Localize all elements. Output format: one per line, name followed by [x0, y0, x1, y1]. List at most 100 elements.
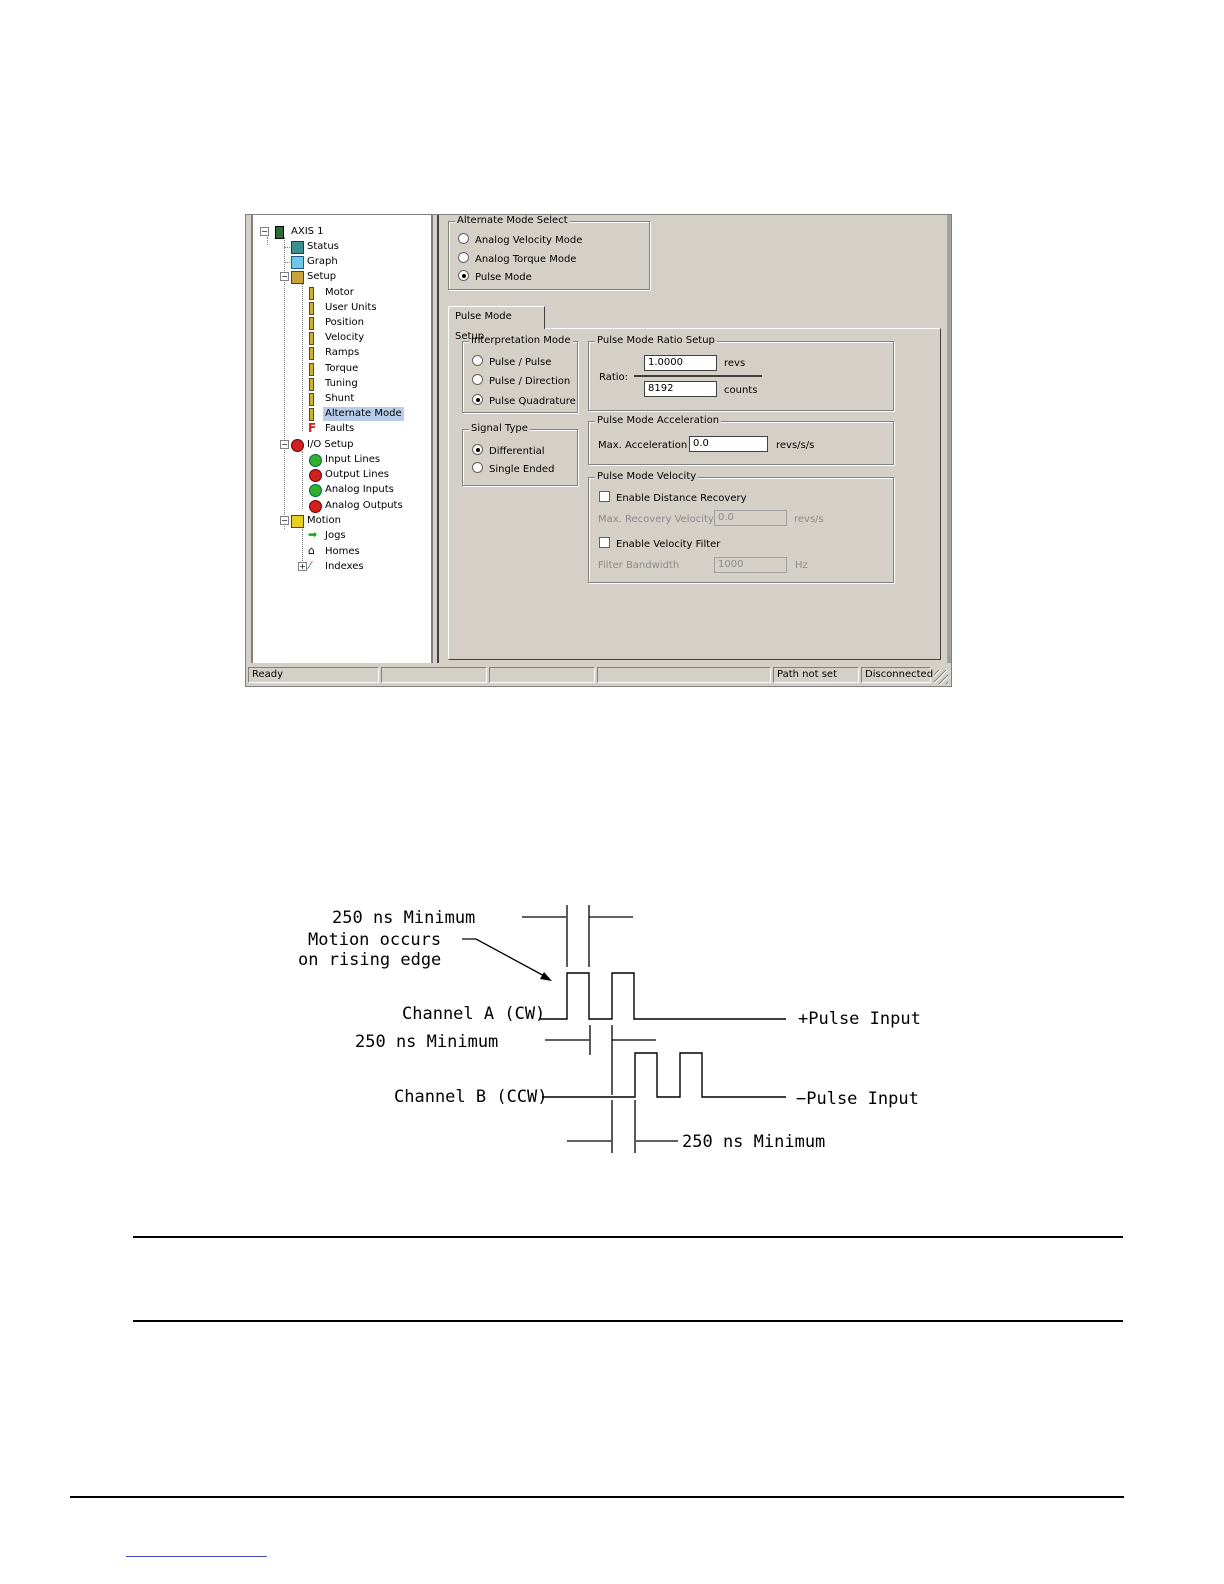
tree-item-label: Analog Outputs — [325, 500, 403, 511]
distance-recovery-checkbox[interactable]: Enable Distance Recovery — [599, 491, 747, 505]
group-legend: Signal Type — [469, 423, 530, 435]
radio-dot — [472, 462, 483, 473]
param-icon — [309, 332, 314, 345]
velocity-group: Pulse Mode Velocity Enable Distance Reco… — [588, 471, 894, 583]
radio-pulse-mode[interactable]: Pulse Mode — [458, 270, 532, 284]
radio-pulse-pulse[interactable]: Pulse / Pulse — [472, 355, 551, 369]
tab-label: Pulse Mode Setup — [455, 311, 512, 342]
ratio-label: Ratio: — [599, 372, 629, 383]
group-legend: Pulse Mode Velocity — [595, 471, 699, 483]
group-legend: Pulse Mode Acceleration — [595, 415, 722, 427]
collapse-icon[interactable]: − — [260, 227, 269, 236]
radio-dot — [458, 233, 469, 244]
filter-bandwidth-unit: Hz — [795, 560, 808, 571]
max-recovery-velocity-label: Max. Recovery Velocity — [598, 514, 714, 525]
tree-item-label: Shunt — [325, 393, 355, 404]
collapse-icon[interactable]: − — [280, 272, 289, 281]
drive-icon — [275, 226, 284, 239]
status-panel-empty — [489, 667, 595, 683]
ratio-setup-group: Pulse Mode Ratio Setup Ratio: 1.0000 rev… — [588, 335, 894, 411]
max-recovery-velocity-input[interactable]: 0.0 — [714, 510, 787, 526]
velocity-filter-checkbox[interactable]: Enable Velocity Filter — [599, 537, 720, 551]
mid-min-label: 250 ns Minimum — [355, 1032, 498, 1052]
radio-analog-torque[interactable]: Analog Torque Mode — [458, 252, 576, 266]
acceleration-group: Pulse Mode Acceleration Max. Acceleratio… — [588, 415, 894, 465]
radio-differential[interactable]: Differential — [472, 444, 545, 458]
motion-arrowhead — [540, 972, 552, 981]
radio-label: Differential — [489, 446, 545, 457]
param-icon — [309, 408, 314, 421]
tree-item-label: Velocity — [325, 332, 365, 343]
status-panel-empty — [381, 667, 487, 683]
max-acceleration-label: Max. Acceleration — [598, 440, 688, 451]
param-icon — [309, 378, 314, 391]
tree-line — [267, 237, 268, 245]
channel-b-label: Channel B (CCW) — [394, 1087, 548, 1107]
horizontal-rule — [133, 1320, 1123, 1322]
param-icon — [309, 363, 314, 376]
tree-item-axis1[interactable]: − AXIS 1 — [259, 225, 429, 239]
tree-item-label: Output Lines — [325, 469, 389, 480]
radio-label: Analog Torque Mode — [475, 254, 577, 265]
tree-item-label: Position — [325, 317, 364, 328]
radio-dot — [472, 444, 483, 455]
analog-output-icon — [309, 500, 322, 513]
tree-line — [302, 283, 303, 431]
status-path: Path not set — [773, 667, 859, 683]
status-connection: Disconnected — [861, 667, 933, 683]
fault-icon: F — [308, 421, 317, 435]
radio-single-ended[interactable]: Single Ended — [472, 462, 554, 476]
ratio-divider — [634, 375, 762, 377]
ratio-numerator-input[interactable]: 1.0000 — [644, 355, 717, 371]
tree-item-label: Motion — [307, 515, 341, 526]
resize-grip-icon[interactable] — [934, 670, 948, 684]
interpretation-mode-group: Interpretation Mode Pulse / Pulse Pulse … — [462, 335, 578, 413]
radio-dot — [472, 374, 483, 385]
bottom-min-label: 250 ns Minimum — [682, 1132, 825, 1152]
status-ready: Ready — [248, 667, 379, 683]
checkbox-label: Enable Velocity Filter — [616, 539, 721, 550]
index-icon: ⁄ — [309, 559, 311, 572]
radio-pulse-quadrature[interactable]: Pulse Quadrature — [472, 394, 576, 408]
tree-item-label: Motor — [325, 287, 354, 298]
radio-analog-velocity[interactable]: Analog Velocity Mode — [458, 233, 582, 247]
checkbox-box — [599, 537, 610, 548]
channel-b-waveform — [542, 1052, 786, 1098]
expand-icon[interactable]: + — [298, 562, 307, 571]
collapse-icon[interactable]: − — [280, 440, 289, 449]
status-panel-empty — [597, 667, 771, 683]
radio-label: Pulse Mode — [475, 272, 532, 283]
filter-bandwidth-label: Filter Bandwidth — [598, 560, 680, 571]
motion-label-line1: Motion occurs — [308, 930, 441, 950]
ratio-denominator-input[interactable]: 8192 — [644, 381, 717, 397]
radio-pulse-direction[interactable]: Pulse / Direction — [472, 374, 570, 388]
tab-pulse-mode-setup[interactable]: Pulse Mode Setup — [448, 306, 545, 342]
tree-item-label: Jogs — [325, 530, 346, 541]
footer-rule — [70, 1496, 1124, 1498]
tree-line — [284, 247, 292, 248]
param-icon — [309, 317, 314, 330]
output-icon — [309, 469, 322, 482]
radio-label: Pulse / Direction — [489, 376, 571, 387]
tree-line — [284, 262, 292, 263]
max-acceleration-input[interactable]: 0.0 — [689, 436, 768, 452]
group-legend: Interpretation Mode — [469, 335, 573, 347]
input-icon — [309, 454, 322, 467]
group-legend: Alternate Mode Select — [455, 215, 570, 227]
tree-item-label: Setup — [307, 271, 337, 282]
tree-item-label: Faults — [325, 423, 355, 434]
param-icon — [309, 393, 314, 406]
filter-bandwidth-input[interactable]: 1000 — [714, 557, 787, 573]
radio-dot — [458, 270, 469, 281]
radio-label: Pulse Quadrature — [489, 396, 576, 407]
param-icon — [309, 347, 314, 360]
footer-link-underline[interactable] — [126, 1556, 267, 1557]
tree-line — [284, 237, 285, 529]
horizontal-rule — [133, 1236, 1123, 1238]
radio-dot — [472, 355, 483, 366]
tree-item-label: Alternate Mode — [323, 407, 404, 421]
pane-splitter[interactable] — [433, 215, 439, 663]
jog-arrow-icon: ➡ — [308, 528, 318, 541]
collapse-icon[interactable]: − — [280, 516, 289, 525]
navigation-tree[interactable]: − AXIS 1 Status Graph − Setup Motor User… — [251, 215, 433, 663]
